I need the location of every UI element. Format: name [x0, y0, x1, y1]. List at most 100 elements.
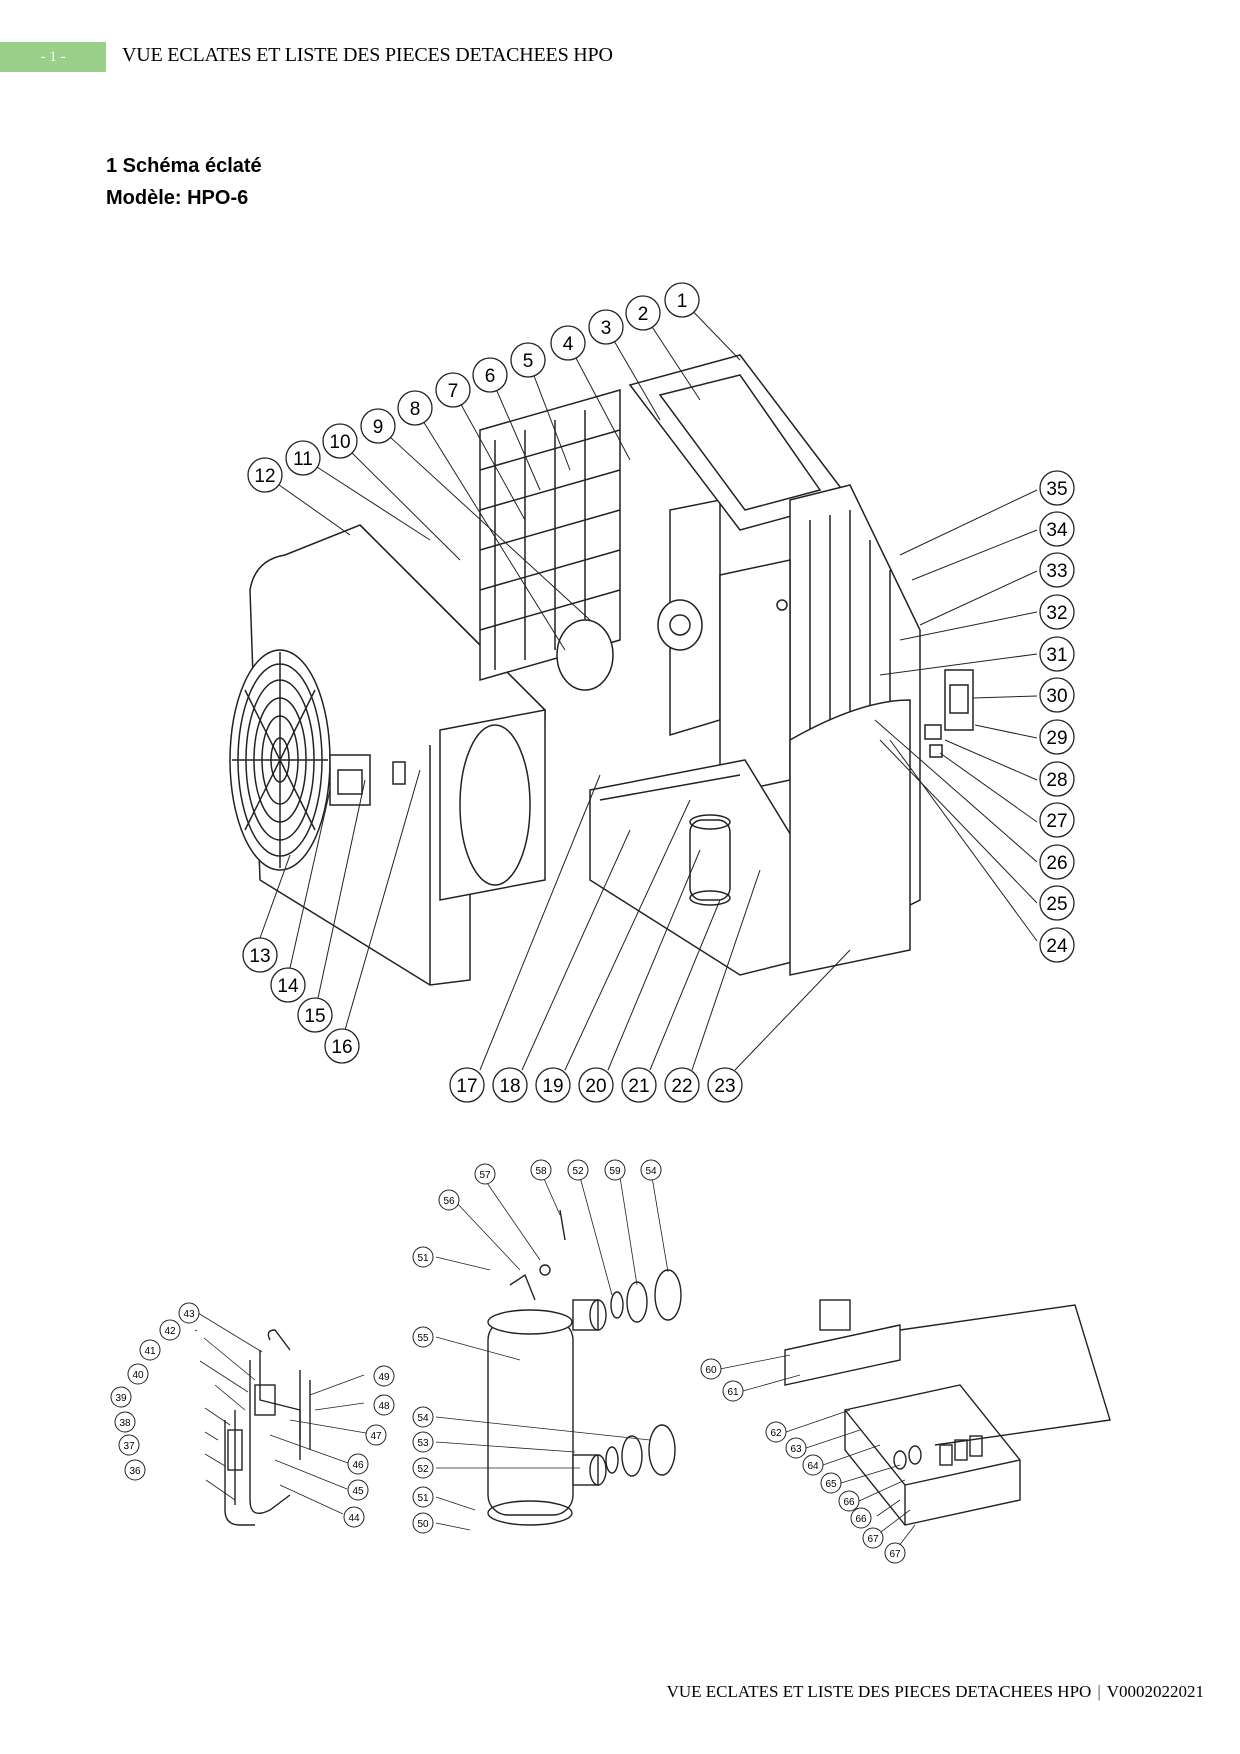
callout-label: 65	[825, 1479, 837, 1490]
callout-label: 33	[1046, 561, 1067, 582]
callout-36: 36	[124, 1459, 146, 1481]
callout-label: 25	[1046, 894, 1067, 915]
callout-label: 50	[417, 1519, 429, 1530]
callout-label: 39	[115, 1393, 127, 1404]
callout-label: 8	[410, 399, 421, 420]
callout-label: 57	[479, 1170, 491, 1181]
callout-label: 19	[542, 1076, 563, 1097]
callout-label: 36	[129, 1466, 141, 1477]
callout-7: 7	[435, 372, 471, 408]
callout-label: 15	[304, 1006, 325, 1027]
evaporator-grille-shape	[479, 389, 621, 681]
callout-62: 62	[765, 1421, 787, 1443]
callout-60: 60	[700, 1358, 722, 1380]
callout-15: 15	[297, 997, 333, 1033]
callout-label: 12	[254, 466, 275, 487]
callout-38: 38	[114, 1411, 136, 1433]
callout-24: 24	[1039, 927, 1075, 963]
compressor-shape	[689, 819, 731, 901]
front-panel-shape	[249, 524, 546, 986]
footer-title: VUE ECLATES ET LISTE DES PIECES DETACHEE…	[666, 1682, 1092, 1701]
callout-17: 17	[449, 1067, 485, 1103]
piping-detail-view	[194, 1312, 367, 1526]
callout-label: 51	[417, 1493, 429, 1504]
callout-51a: 51	[412, 1486, 434, 1508]
callout-label: 5	[523, 351, 534, 372]
callout-54a: 54	[412, 1406, 434, 1428]
callout-label: 27	[1046, 811, 1067, 832]
callout-54b: 54	[640, 1159, 662, 1181]
main-exploded-view	[229, 299, 1038, 1071]
callout-label: 30	[1046, 686, 1067, 707]
callout-label: 64	[807, 1461, 819, 1472]
callout-label: 16	[331, 1037, 352, 1058]
callout-57: 57	[474, 1163, 496, 1185]
callout-label: 11	[293, 449, 313, 470]
callout-label: 51	[417, 1253, 429, 1264]
callout-61: 61	[722, 1380, 744, 1402]
callout-30: 30	[1039, 677, 1075, 713]
callout-40: 40	[127, 1363, 149, 1385]
callout-37: 37	[118, 1434, 140, 1456]
callout-4: 4	[550, 325, 586, 361]
callout-33: 33	[1039, 552, 1075, 588]
callout-label: 17	[456, 1076, 477, 1097]
main-callouts: 1 2 3 4 5 6 7 8 9 10 11 12 13 14 15 16 1…	[242, 282, 1075, 1103]
callout-56: 56	[438, 1189, 460, 1211]
callout-1: 1	[664, 282, 700, 318]
callout-52a: 52	[412, 1457, 434, 1479]
callout-9: 9	[360, 408, 396, 444]
callout-label: 67	[867, 1534, 879, 1545]
callout-label: 14	[277, 976, 299, 997]
callout-label: 61	[727, 1387, 739, 1398]
callout-50: 50	[412, 1512, 434, 1534]
callout-label: 52	[572, 1166, 584, 1177]
callout-label: 41	[144, 1346, 156, 1357]
callout-5: 5	[510, 342, 546, 378]
callout-3: 3	[588, 309, 624, 345]
callout-27: 27	[1039, 802, 1075, 838]
callout-59: 59	[604, 1159, 626, 1181]
callout-label: 40	[132, 1370, 144, 1381]
callout-label: 59	[609, 1166, 621, 1177]
callout-51b: 51	[412, 1246, 434, 1268]
footer-version: V0002022021	[1106, 1682, 1204, 1701]
callout-label: 2	[638, 304, 649, 325]
callout-22: 22	[664, 1067, 700, 1103]
callout-49: 49	[373, 1365, 395, 1387]
callout-64: 64	[802, 1454, 824, 1476]
callout-label: 31	[1046, 645, 1067, 666]
callout-label: 44	[348, 1513, 360, 1524]
callout-29: 29	[1039, 719, 1075, 755]
footer-separator: |	[1097, 1682, 1101, 1701]
model-label: Modèle: HPO-6	[106, 187, 249, 209]
callout-label: 4	[563, 334, 574, 355]
callout-label: 24	[1046, 936, 1068, 957]
callout-label: 1	[677, 291, 688, 312]
callout-label: 6	[485, 366, 496, 387]
callout-31: 31	[1039, 636, 1075, 672]
callout-19: 19	[535, 1067, 571, 1103]
callout-42: 42	[159, 1319, 181, 1341]
callout-20: 20	[578, 1067, 614, 1103]
callout-66a: 66	[838, 1490, 860, 1512]
callout-67a: 67	[862, 1527, 884, 1549]
callout-58: 58	[530, 1159, 552, 1181]
callout-25: 25	[1039, 885, 1075, 921]
detail-callouts: 36 37 38 39 40 41 42 43 44 45 46 47 48 4…	[110, 1159, 906, 1564]
callout-55: 55	[412, 1326, 434, 1348]
callout-label: 62	[770, 1428, 782, 1439]
callout-label: 28	[1046, 770, 1067, 791]
callout-label: 38	[119, 1418, 131, 1429]
page-number: - 1 -	[40, 49, 66, 65]
callout-label: 52	[417, 1464, 429, 1475]
callout-label: 58	[535, 1166, 547, 1177]
callout-label: 60	[705, 1365, 717, 1376]
callout-label: 20	[585, 1076, 606, 1097]
callout-label: 9	[373, 417, 384, 438]
callout-label: 22	[671, 1076, 692, 1097]
header-title: VUE ECLATES ET LISTE DES PIECES DETACHEE…	[122, 44, 613, 66]
callout-63: 63	[785, 1437, 807, 1459]
section-heading: 1 Schéma éclaté Modèle: HPO-6	[106, 150, 262, 214]
callout-13: 13	[242, 937, 278, 973]
